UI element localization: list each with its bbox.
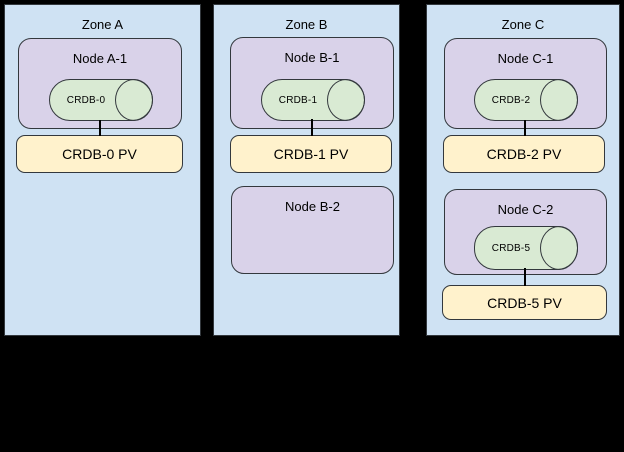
pv-crdb-0: CRDB-0 PV: [16, 135, 183, 173]
zone-title: Zone A: [81, 17, 124, 32]
zone-a: Zone A Node A-1 CRDB-0 CRDB-0 PV: [4, 4, 201, 336]
pod-crdb-0: CRDB-0: [49, 79, 153, 121]
pod-label: CRDB-0: [66, 94, 106, 106]
pv-label: CRDB-1 PV: [273, 146, 349, 162]
connector-line: [524, 120, 526, 136]
node-title: Node B-2: [285, 199, 340, 214]
node-c-1: Node C-1 CRDB-2: [444, 38, 607, 129]
pv-label: CRDB-5 PV: [487, 294, 562, 311]
zone-title: Zone B: [285, 17, 328, 32]
node-title: Node A-1: [72, 51, 128, 66]
pod-label: CRDB-1: [278, 94, 318, 106]
cylinder-cap-icon: [540, 226, 578, 270]
cylinder-cap-icon: [115, 79, 153, 121]
node-c-2: Node C-2 CRDB-5: [444, 189, 607, 275]
connector-line: [99, 120, 101, 136]
pv-label: CRDB-2 PV: [486, 146, 562, 162]
node-b-2: Node B-2: [231, 186, 394, 274]
connector-line: [311, 119, 313, 136]
pv-crdb-1: CRDB-1 PV: [230, 135, 392, 173]
node-title: Node C-2: [497, 202, 554, 217]
pv-crdb-5: CRDB-5 PV: [442, 285, 607, 320]
pod-label: CRDB-2: [491, 94, 531, 106]
node-b-1: Node B-1 CRDB-1: [230, 37, 394, 129]
node-title: Node C-1: [497, 51, 554, 66]
cylinder-cap-icon: [540, 79, 578, 121]
zone-title: Zone C: [501, 17, 545, 32]
node-a-1: Node A-1 CRDB-0: [18, 38, 182, 129]
zone-b: Zone B Node B-1 CRDB-1 CRDB-1 PV Node B-…: [213, 4, 400, 336]
node-title: Node B-1: [284, 50, 340, 65]
pod-crdb-1: CRDB-1: [261, 79, 365, 121]
pod-crdb-5: CRDB-5: [474, 226, 578, 270]
cylinder-cap-icon: [327, 79, 365, 121]
zone-c: Zone C Node C-1 CRDB-2 CRDB-2 PV Node C-…: [426, 4, 620, 336]
pv-label: CRDB-0 PV: [62, 146, 137, 162]
pv-crdb-2: CRDB-2 PV: [443, 135, 605, 173]
pod-crdb-2: CRDB-2: [474, 79, 578, 121]
connector-line: [524, 268, 526, 286]
pod-label: CRDB-5: [491, 242, 531, 254]
